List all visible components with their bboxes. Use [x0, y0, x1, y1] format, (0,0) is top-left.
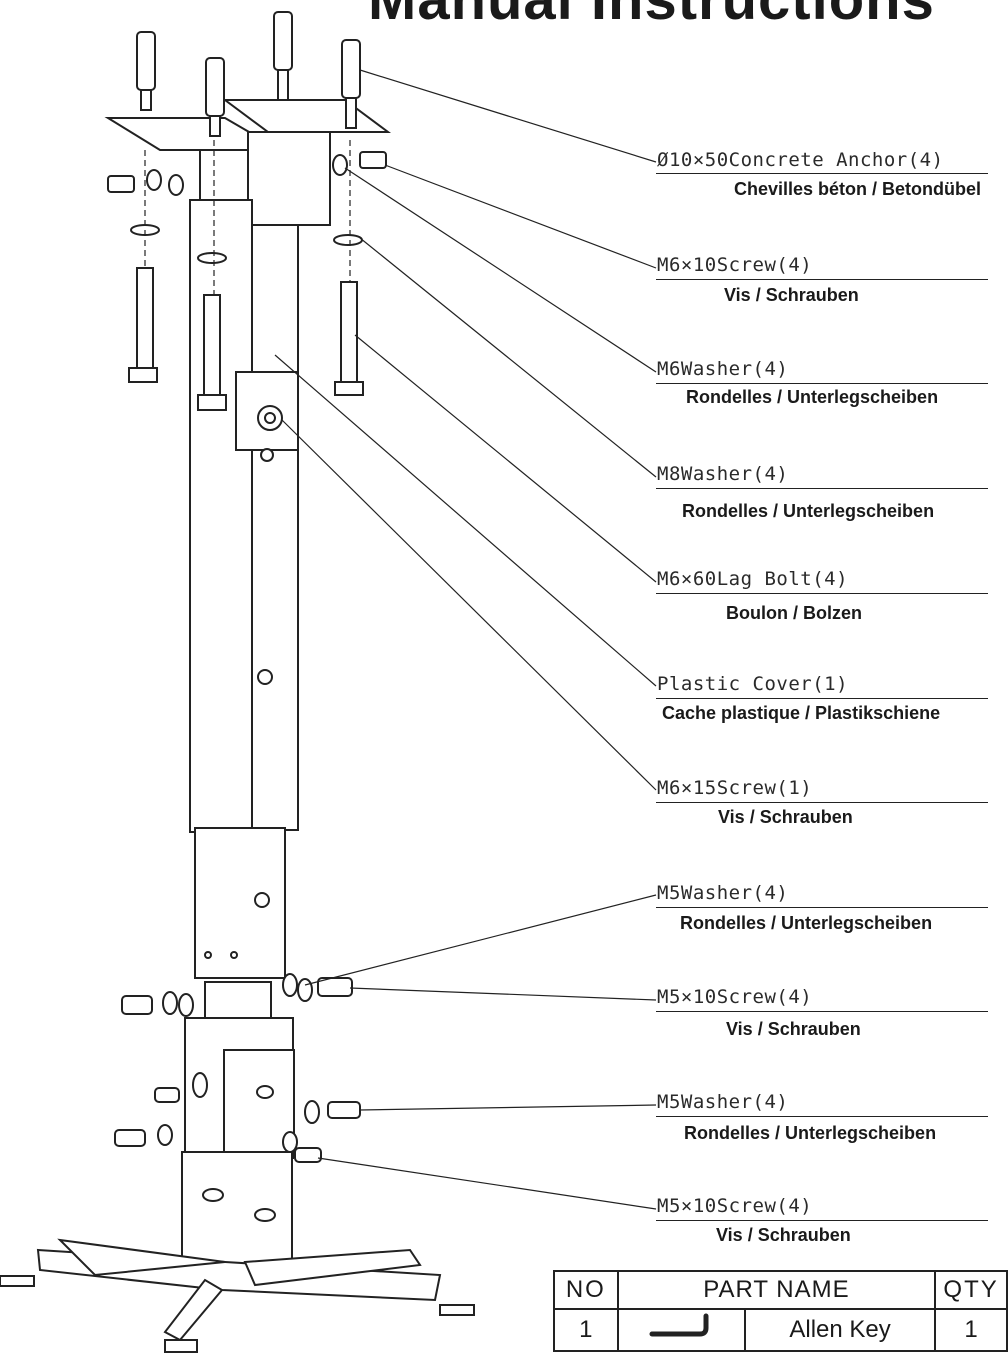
part-name-label: M6Washer(4)	[657, 358, 789, 380]
part-name-label: M5×10Screw(4)	[657, 986, 813, 1008]
header-qty: QTY	[934, 1270, 1008, 1310]
callout-rule	[656, 698, 988, 699]
header-part-name: PART NAME	[616, 1270, 937, 1310]
callout-rule	[656, 802, 988, 803]
row-no: 1	[553, 1308, 619, 1352]
translation-label: Vis / Schrauben	[716, 1225, 851, 1245]
part-name-label: M5×10Screw(4)	[657, 1195, 813, 1217]
lag-bolt-icon	[128, 267, 364, 411]
parts-table: NO PART NAME QTY 1 Allen Key 1	[553, 1270, 1008, 1352]
part-name-label: M5Washer(4)	[657, 882, 789, 904]
callout-rule	[656, 1220, 988, 1221]
callout-rule	[656, 279, 988, 280]
row-qty: 1	[934, 1308, 1008, 1352]
part-name-label: M6×15Screw(1)	[657, 777, 813, 799]
concrete-anchor-icon	[136, 11, 361, 137]
ceiling-plate-right	[221, 99, 392, 133]
part-name-label: Ø10×50Concrete Anchor(4)	[657, 149, 944, 171]
table-row: 1 Allen Key 1	[553, 1308, 1008, 1352]
row-part-name: Allen Key	[743, 1308, 937, 1352]
callout-rule	[656, 173, 988, 174]
part-name-label: M6×60Lag Bolt(4)	[657, 568, 849, 590]
allen-key-icon	[616, 1308, 746, 1352]
page-title: Manual Instructions	[368, 0, 935, 33]
translation-label: Boulon / Bolzen	[726, 603, 862, 623]
callout-rule	[656, 907, 988, 908]
translation-label: Vis / Schrauben	[726, 1019, 861, 1039]
translation-label: Rondelles / Unterlegscheiben	[682, 501, 935, 521]
callout-rule	[656, 488, 988, 489]
translation-label: Rondelles / Unterlegscheiben	[680, 913, 933, 933]
callout-rule	[656, 383, 988, 384]
callout-rule	[656, 1116, 988, 1117]
translation-label: Rondelles / Unterlegscheiben	[686, 387, 939, 407]
callout-rule	[656, 1011, 988, 1012]
translation-label: Rondelles / Unterlegscheiben	[684, 1123, 937, 1143]
translation-label: Vis / Schrauben	[718, 807, 853, 827]
translation-label: Chevilles béton / Betondübel	[734, 179, 982, 199]
part-name-label: M6×10Screw(4)	[657, 254, 813, 276]
part-name-label: M8Washer(4)	[657, 463, 789, 485]
parts-table-header: NO PART NAME QTY	[553, 1270, 1008, 1310]
translation-label: Vis / Schrauben	[724, 285, 859, 305]
callout-rule	[656, 593, 988, 594]
leader-lines	[144, 69, 657, 1210]
part-name-label: M5Washer(4)	[657, 1091, 789, 1113]
header-no: NO	[553, 1270, 619, 1310]
translation-label: Cache plastique / Plastikschiene	[662, 703, 941, 723]
part-name-label: Plastic Cover(1)	[657, 673, 849, 695]
